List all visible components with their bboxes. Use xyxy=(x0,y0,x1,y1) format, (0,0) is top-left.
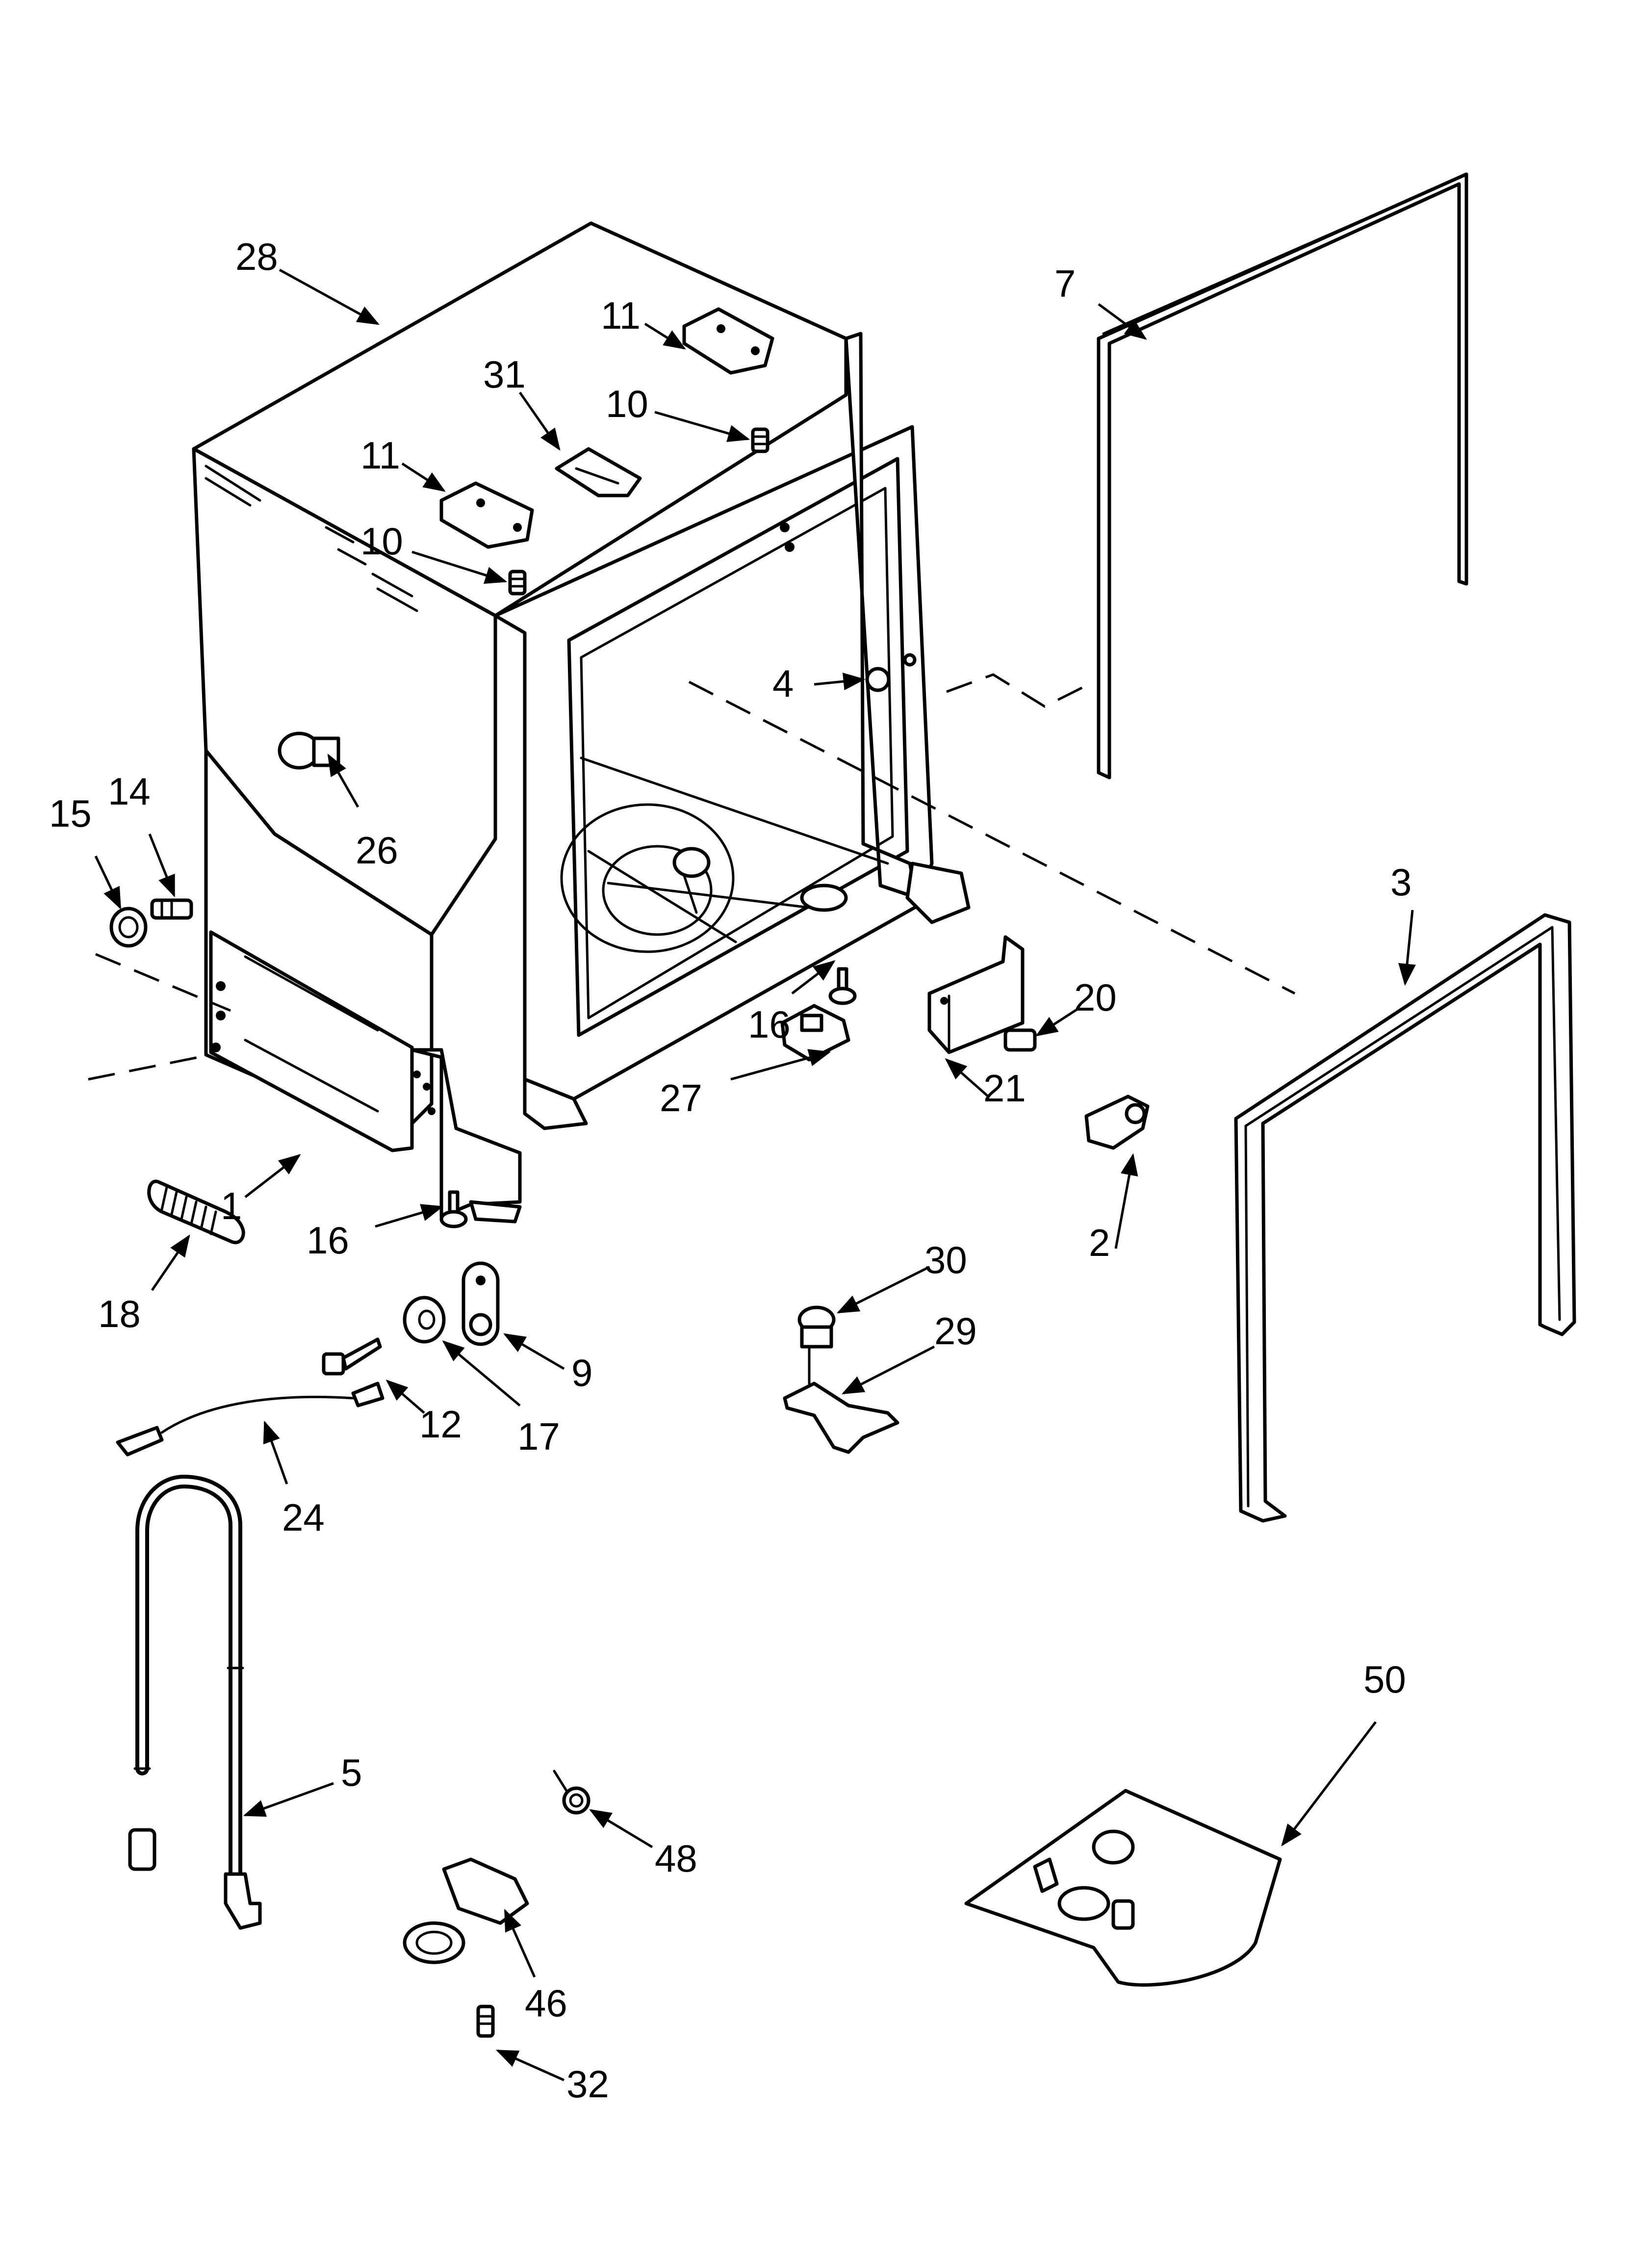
callout-16-upper: 16 xyxy=(748,1003,791,1046)
hinge-bracket-lower[interactable] xyxy=(439,481,534,549)
tub-assembly xyxy=(192,221,971,1224)
callout-3: 3 xyxy=(1390,860,1411,904)
callout-10-lower: 10 xyxy=(360,520,403,563)
washer-17[interactable] xyxy=(403,1296,446,1344)
callout-14: 14 xyxy=(108,770,151,813)
callout-28: 28 xyxy=(235,235,278,278)
screw-10-lower[interactable] xyxy=(508,570,527,596)
callout-5: 5 xyxy=(341,1751,362,1794)
coupling-46[interactable] xyxy=(403,1857,529,1964)
callout-26: 26 xyxy=(356,829,398,872)
leveling-leg-16-lower[interactable] xyxy=(439,1190,468,1228)
callout-24: 24 xyxy=(282,1496,325,1539)
callout-48: 48 xyxy=(655,1837,697,1880)
callout-18: 18 xyxy=(98,1292,141,1335)
clamp-48[interactable] xyxy=(553,1770,590,1815)
callout-32: 32 xyxy=(566,2062,609,2106)
plug-4[interactable] xyxy=(865,653,917,692)
screw-20[interactable] xyxy=(1003,1028,1037,1052)
callout-7: 7 xyxy=(1054,262,1076,305)
callout-2: 2 xyxy=(1089,1221,1110,1264)
latch-31[interactable] xyxy=(555,447,642,497)
callout-10-upper: 10 xyxy=(606,382,648,425)
parts-bag-50[interactable] xyxy=(964,1789,1282,1987)
bracket-21[interactable] xyxy=(927,935,1025,1054)
center-lines xyxy=(88,673,1296,1081)
callout-1: 1 xyxy=(221,1184,242,1227)
spring-18[interactable] xyxy=(147,1179,245,1244)
leader-arrows xyxy=(94,268,1416,2082)
callout-50: 50 xyxy=(1363,1658,1406,1701)
clamp-2[interactable] xyxy=(1084,1095,1150,1150)
callout-17: 17 xyxy=(517,1415,560,1458)
screw-14[interactable] xyxy=(150,898,193,920)
callout-29: 29 xyxy=(934,1309,977,1353)
door-gasket-7[interactable] xyxy=(1097,172,1468,780)
tub-gasket-3[interactable] xyxy=(1234,913,1576,1523)
callout-12: 12 xyxy=(419,1403,462,1446)
callout-27: 27 xyxy=(660,1076,702,1120)
wire-24[interactable] xyxy=(116,1382,385,1457)
screw-10-upper[interactable] xyxy=(751,427,770,453)
bracket-27[interactable] xyxy=(780,1004,850,1062)
callout-15: 15 xyxy=(49,792,92,835)
leveling-leg-16-upper[interactable] xyxy=(828,967,857,1005)
switch-30[interactable] xyxy=(797,1305,836,1349)
callout-46: 46 xyxy=(525,1981,567,2025)
grommet-15[interactable] xyxy=(109,907,148,948)
callout-21: 21 xyxy=(983,1067,1026,1110)
callout-9: 9 xyxy=(571,1351,592,1394)
callout-labels: 28 7 11 31 10 11 10 4 26 15 14 3 16 20 2… xyxy=(49,235,1411,2106)
callout-11-lower: 11 xyxy=(360,434,400,477)
hose-5[interactable] xyxy=(128,1475,262,1930)
plug-26[interactable] xyxy=(278,731,340,770)
screw-32[interactable] xyxy=(476,2005,495,2038)
callout-30: 30 xyxy=(924,1238,967,1281)
callout-11-upper: 11 xyxy=(601,294,641,337)
bolt-12[interactable] xyxy=(322,1337,382,1376)
callout-31: 31 xyxy=(483,353,526,396)
callout-4: 4 xyxy=(772,662,794,705)
bracket-29[interactable] xyxy=(783,1345,899,1454)
callout-20: 20 xyxy=(1074,976,1117,1019)
bracket-9[interactable] xyxy=(462,1261,500,1346)
callout-16-lower: 16 xyxy=(307,1219,349,1262)
